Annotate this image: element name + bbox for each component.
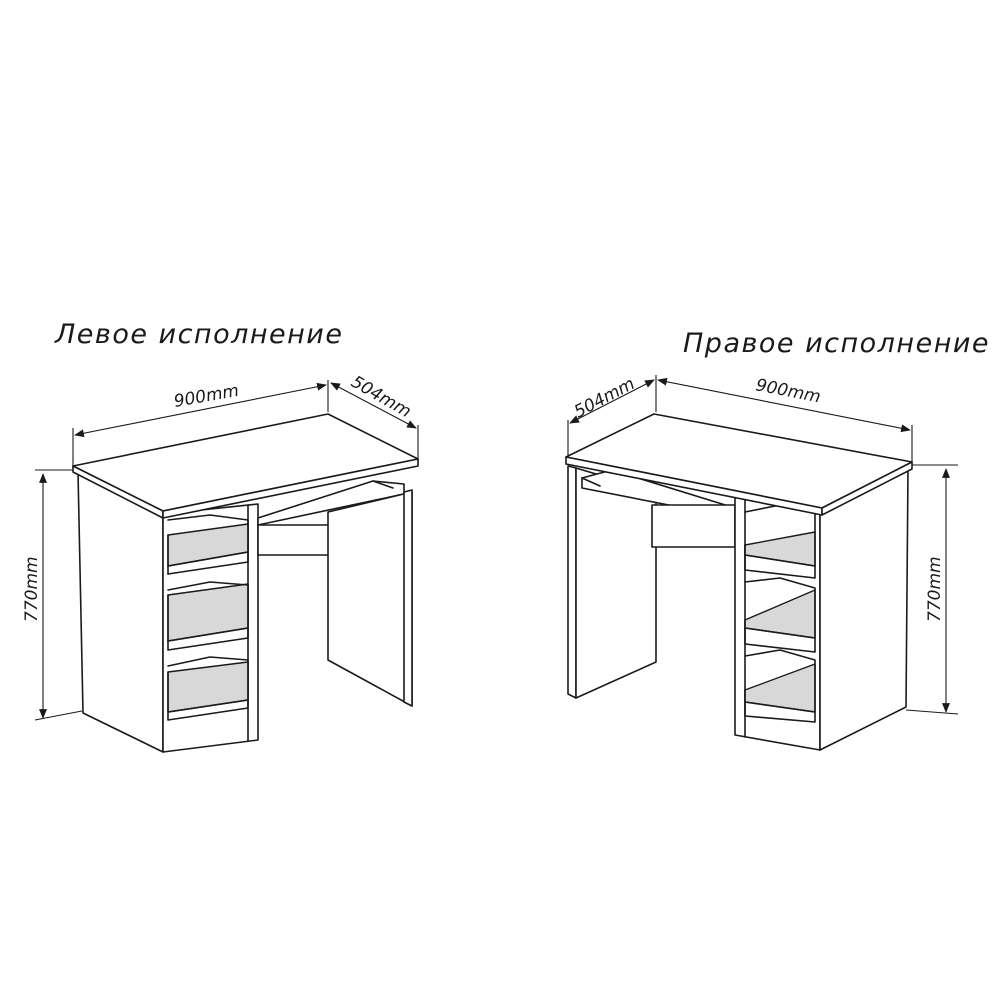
- right-desk-top-edge-side: [821, 461, 913, 516]
- left-width-dimension-line: [74, 382, 327, 438]
- right-height-label: 770mm: [925, 556, 945, 622]
- right-tray-rail: [581, 477, 601, 487]
- right-width-dimension-line: [657, 377, 911, 433]
- left-height-label: 770mm: [22, 556, 42, 622]
- right-depth-label: 504mm: [571, 374, 638, 422]
- left-version-drawing: Левое исполнение 900mm 504mm 770mm: [22, 319, 419, 753]
- left-desk-top-edge-side: [162, 458, 419, 519]
- left-height-ext-bottom: [34, 710, 83, 721]
- left-pedestal-side: [77, 471, 164, 753]
- left-shelf-3: [167, 656, 249, 721]
- right-height-ext-bottom: [905, 709, 959, 715]
- left-width-label: 900mm: [172, 381, 240, 412]
- left-keyboard-tray: [257, 480, 405, 526]
- right-width-label: 900mm: [754, 375, 822, 407]
- right-shelf-3: [744, 649, 816, 723]
- left-leg-front: [403, 489, 413, 707]
- right-shelf-2: [744, 577, 816, 653]
- right-depth-dimension-line: [569, 379, 655, 424]
- left-shelf-2: [167, 581, 249, 651]
- right-version-title: Правое исполнение: [683, 328, 990, 359]
- right-version-drawing: Правое исполнение 504mm 900mm 770mm: [565, 328, 990, 751]
- left-depth-dimension-line: [330, 382, 417, 429]
- right-leg-side: [575, 467, 657, 699]
- right-pedestal-side: [819, 469, 909, 751]
- left-shelf-1: [167, 514, 249, 575]
- left-version-title: Левое исполнение: [54, 319, 343, 350]
- left-tray-rail: [372, 480, 394, 489]
- right-modesty-panel: [651, 504, 736, 548]
- left-modesty-panel: [257, 524, 335, 556]
- right-leg-front: [567, 465, 577, 699]
- left-leg-side: [327, 491, 413, 707]
